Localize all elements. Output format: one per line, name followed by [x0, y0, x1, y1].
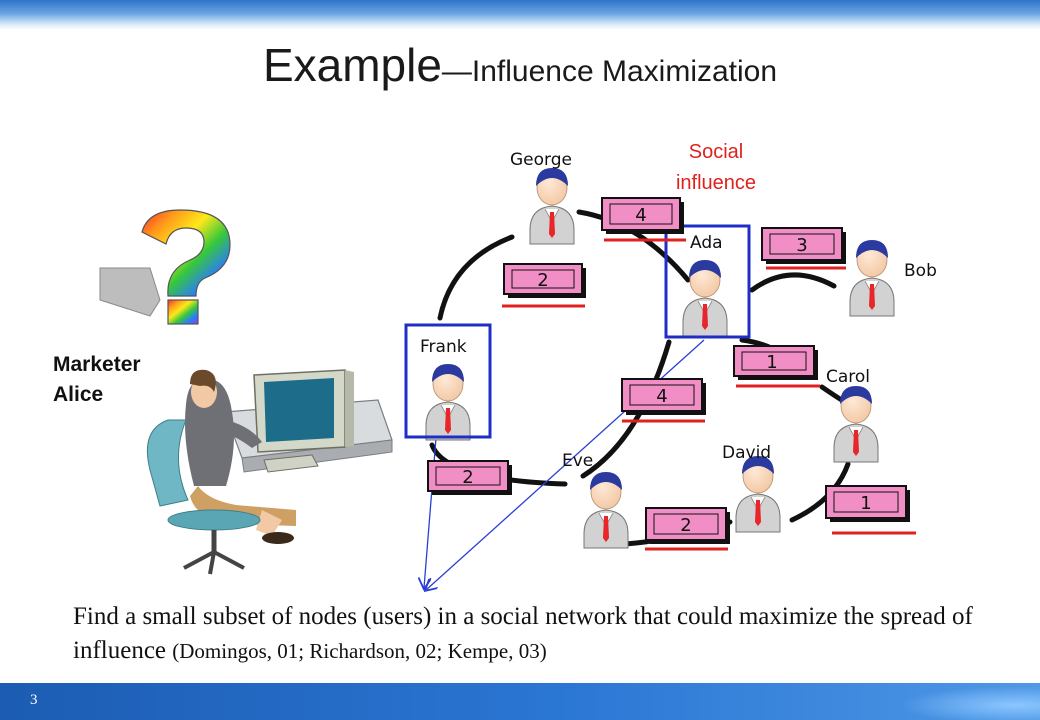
node-george[interactable]: [529, 167, 575, 245]
weight-label: 4: [635, 205, 646, 226]
marketer-line1: Marketer: [53, 353, 141, 376]
marketer-label: Marketer Alice: [53, 350, 141, 410]
slide-caption: Find a small subset of nodes (users) in …: [73, 600, 1003, 668]
node-label-david: David: [722, 443, 771, 463]
social-influence-line2: influence: [675, 172, 757, 194]
footer-band: [0, 683, 1040, 720]
node-label-eve: Eve: [562, 451, 593, 471]
weight-label: 4: [656, 386, 667, 407]
selected-node-box-frank: [404, 323, 492, 439]
title-sub: —Influence Maximization: [441, 55, 778, 88]
node-david[interactable]: [735, 455, 781, 533]
node-bob[interactable]: [849, 239, 895, 317]
weight-box-frank-eve: 2: [427, 460, 512, 495]
node-label-carol: Carol: [826, 367, 870, 387]
page-title: Example—Influence Maximization: [0, 38, 1040, 92]
social-influence-line1: Social: [688, 141, 744, 163]
weight-label: 2: [462, 467, 473, 488]
node-frank[interactable]: [425, 363, 471, 441]
weight-label: 3: [796, 235, 807, 256]
weight-label: 1: [766, 352, 777, 373]
weight-box-ada-carol: 1: [733, 345, 818, 380]
header-band: [0, 0, 1040, 30]
weight-box-ada-bob: 3: [761, 227, 846, 264]
caption-text: Find a small subset of nodes (users) in …: [73, 603, 973, 664]
weight-box-george-ada: 4: [601, 197, 684, 234]
node-label-ada: Ada: [690, 233, 723, 253]
weight-box-david-carol: 1: [825, 485, 910, 522]
question-mark-icon: [99, 209, 231, 325]
caption-citation: (Domingos, 01; Richardson, 02; Kempe, 03…: [172, 639, 547, 663]
selected-node-box-ada: [664, 224, 751, 339]
weight-box-ada-eve: 4: [621, 378, 706, 415]
node-label-george: George: [510, 150, 572, 170]
weight-box-george-frank: 2: [503, 263, 586, 298]
marketer-computer-illustration: [146, 369, 393, 575]
node-label-frank: Frank: [420, 337, 467, 357]
footer-swirl: [880, 683, 1040, 720]
title-main: Example: [262, 39, 442, 91]
node-ada[interactable]: [682, 259, 728, 337]
weight-label: 2: [537, 270, 548, 291]
weight-label: 1: [860, 493, 871, 514]
social-influence-label: Social influence: [650, 137, 782, 199]
weight-box-eve-david: 2: [645, 507, 730, 544]
node-eve[interactable]: [583, 471, 629, 549]
marketer-line2: Alice: [53, 383, 104, 406]
weight-underlines: [502, 238, 916, 551]
slide-number: 3: [30, 692, 38, 708]
node-label-bob: Bob: [904, 261, 937, 281]
weight-label: 2: [680, 515, 691, 536]
